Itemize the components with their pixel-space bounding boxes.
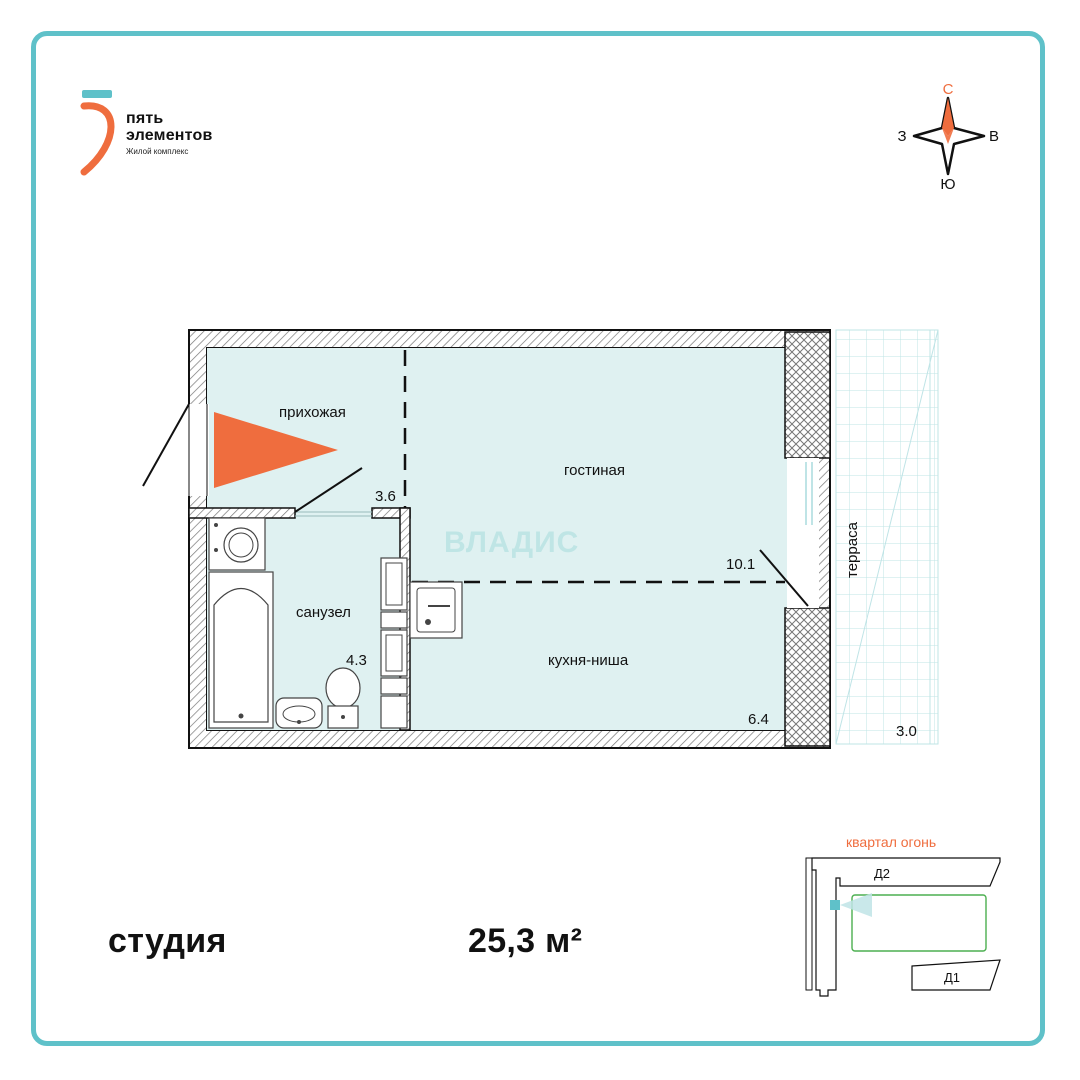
five-logo-icon — [80, 90, 115, 176]
room-label-hallway: прихожая — [279, 404, 346, 421]
apartment-type: студия — [108, 922, 227, 960]
site-building-d1: Д1 — [944, 970, 961, 985]
wall-pillar-lower — [784, 607, 831, 747]
room-area-bathroom: 4.3 — [346, 652, 367, 669]
room-area-terrace: 3.0 — [896, 723, 917, 740]
room-label-living: гостиная — [564, 462, 625, 479]
brand-subtitle: Жилой комплекс — [126, 147, 189, 156]
brand-name-line1: пять — [126, 110, 164, 127]
card-frame — [31, 31, 1045, 1046]
compass-east: В — [989, 128, 999, 145]
sink-icon — [275, 697, 323, 729]
room-label-bathroom: санузел — [296, 604, 351, 621]
room-area-hallway: 3.6 — [375, 488, 396, 505]
room-label-kitchen: кухня-ниша — [548, 652, 629, 669]
room-label-terrace: терраса — [844, 522, 861, 578]
site-map — [805, 857, 1001, 997]
terrace-door-swing — [759, 549, 809, 607]
view-marker-icon — [214, 412, 338, 488]
wall-pillar-upper — [784, 331, 831, 459]
kitchen-fixtures — [380, 557, 463, 729]
brand-logo: пять элементов Жилой комплекс — [80, 88, 212, 183]
building-d1-shape — [911, 959, 1001, 991]
apartment-floor — [207, 348, 812, 730]
kitchen-sink-icon — [409, 581, 463, 639]
bathroom-fixtures — [208, 517, 361, 729]
terrace-door-opening — [787, 458, 819, 608]
room-area-living: 10.1 — [726, 556, 756, 573]
courtyard-shape — [851, 894, 987, 952]
brand-name-line2: элементов — [126, 127, 213, 144]
room-area-kitchen: 6.4 — [748, 711, 769, 728]
apartment-location-icon — [830, 900, 840, 910]
toilet-icon — [325, 667, 361, 709]
site-quarter-label: квартал огонь — [846, 834, 937, 850]
compass-west: З — [897, 128, 906, 145]
watermark-text: ВЛАДИС — [444, 526, 580, 559]
terrace — [835, 329, 939, 745]
building-d2-shape — [811, 857, 1001, 997]
entrance-door-swing — [142, 403, 190, 487]
compass: С Ю З В — [897, 81, 999, 193]
site-building-d2: Д2 — [874, 866, 891, 881]
compass-rose-icon — [912, 96, 986, 176]
compass-south: Ю — [940, 176, 955, 193]
compass-north: С — [943, 81, 954, 98]
apartment-total-area: 25,3 м² — [468, 922, 583, 960]
